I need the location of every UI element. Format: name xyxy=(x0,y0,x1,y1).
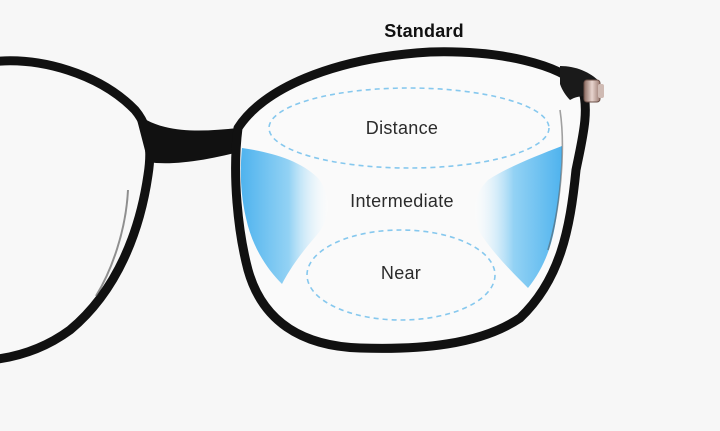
bridge xyxy=(135,112,246,164)
right-rim-highlight xyxy=(547,109,564,251)
near-zone-outline xyxy=(306,229,496,321)
left-blur-zone xyxy=(240,148,329,284)
left-lens xyxy=(0,60,150,359)
right-lens xyxy=(235,51,586,349)
left-rim-highlight xyxy=(95,189,129,297)
hinge xyxy=(583,79,601,103)
right-frame-rim xyxy=(231,47,590,353)
distance-zone-outline xyxy=(268,87,550,169)
left-frame-rim xyxy=(0,56,155,364)
intermediate-zone-label: Intermediate xyxy=(350,191,454,211)
right-blur-zone xyxy=(474,146,562,288)
hinge-screw xyxy=(598,84,604,98)
near-zone-label: Near xyxy=(380,263,422,283)
page-title: Standard xyxy=(384,21,464,41)
distance-zone-label: Distance xyxy=(365,118,439,138)
